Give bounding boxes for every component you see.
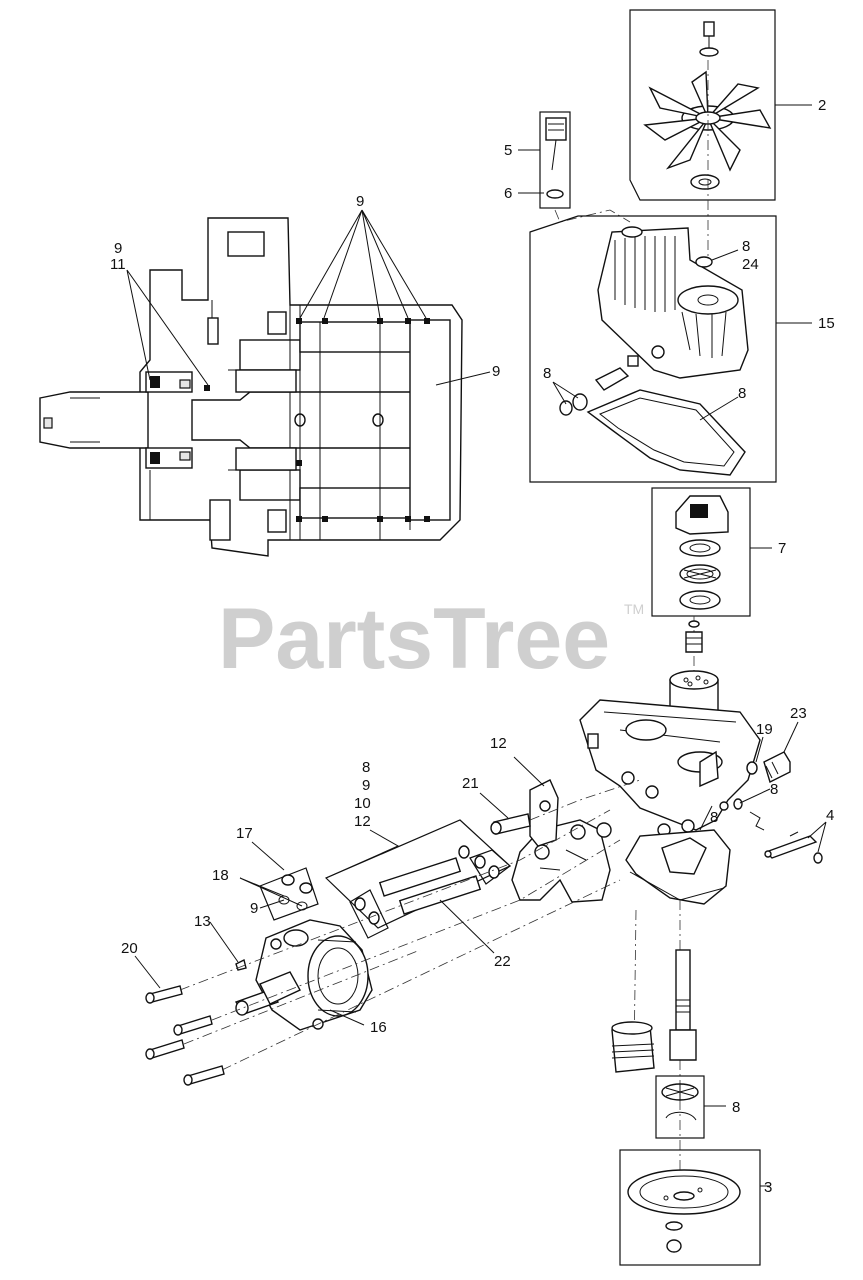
callout-11-left: 11	[110, 256, 126, 273]
callout-10-group: 10	[354, 795, 371, 812]
callout-9-group: 9	[362, 777, 370, 794]
callout-8-group: 8	[362, 759, 370, 776]
callout-8-block-b: 8	[710, 809, 718, 826]
callout-5: 5	[504, 142, 512, 159]
callout-21: 21	[462, 775, 479, 792]
callout-9-oring: 9	[250, 900, 258, 917]
callout-4: 4	[826, 807, 834, 824]
callout-12-top: 12	[490, 735, 507, 752]
callout-8-fan-nut: 8	[742, 238, 750, 255]
relief-valve	[733, 751, 791, 831]
thrust-bearing-group	[651, 487, 751, 617]
callout-labels: 2 5 6 9 9 11 8 24 15 9 8 8 7 23 19 12 8 …	[110, 97, 835, 1196]
charge-housing	[490, 779, 612, 903]
callout-8-block-a: 8	[770, 781, 778, 798]
center-section-housing	[579, 699, 761, 905]
callout-18: 18	[212, 867, 229, 884]
fan-blades	[643, 70, 772, 172]
callout-8-housing-seal: 8	[543, 365, 551, 382]
callout-12-group: 12	[354, 813, 371, 830]
watermark-brand: PartsTree	[218, 591, 610, 687]
pump-cylinder-stack	[669, 616, 719, 721]
callout-17: 17	[236, 825, 253, 842]
leader-lines	[126, 104, 827, 1187]
wheel-motor-group	[145, 779, 641, 1086]
callout-20: 20	[121, 940, 138, 957]
bypass-arm	[764, 831, 823, 864]
callout-3: 3	[764, 1179, 772, 1196]
dipstick-group	[539, 111, 631, 223]
callout-15: 15	[818, 315, 835, 332]
callout-13: 13	[194, 913, 211, 930]
callout-8-bearing: 8	[732, 1099, 740, 1116]
cooling-housing-group	[529, 215, 777, 483]
input-shaft-pulley	[611, 900, 761, 1266]
callout-2: 2	[818, 97, 826, 114]
transaxle-cutaway-view	[39, 217, 463, 557]
callout-8-gasket: 8	[738, 385, 746, 402]
callout-6: 6	[504, 185, 512, 202]
callout-9-right: 9	[492, 363, 500, 380]
callout-19: 19	[756, 721, 773, 738]
callout-16: 16	[370, 1019, 387, 1036]
callout-22: 22	[494, 953, 511, 970]
callout-9-top: 9	[356, 193, 364, 210]
callout-23: 23	[790, 705, 807, 722]
watermark-trademark: TM	[624, 601, 644, 617]
fan-assembly-group	[629, 9, 776, 260]
callout-9-left: 9	[114, 240, 122, 257]
callout-24-fan-nut: 24	[742, 256, 759, 273]
callout-7: 7	[778, 540, 786, 557]
